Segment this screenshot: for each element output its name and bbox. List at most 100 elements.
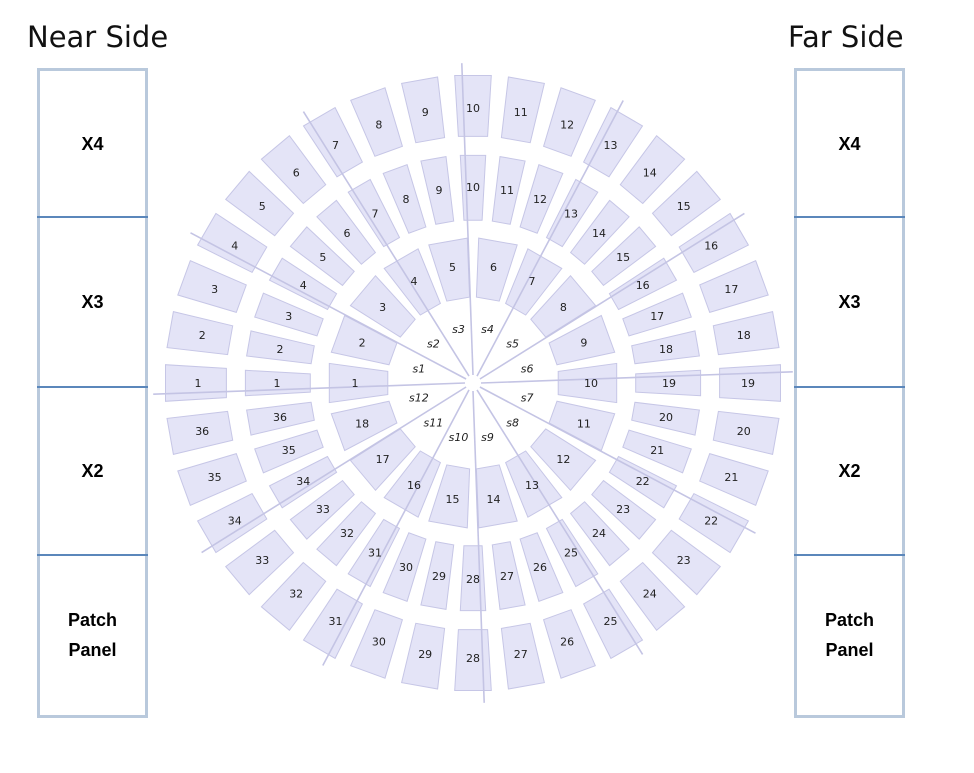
middle-ring-label: 15 [616,251,630,264]
outer-ring-segment [712,410,780,456]
sector-separator-line [476,389,644,655]
center-sector-label: s11 [424,417,444,430]
middle-ring-segment [382,532,427,602]
middle-ring-segment [491,541,526,610]
middle-ring-segment [347,178,401,248]
middle-ring-label: 2 [277,343,284,356]
outer-ring-label: 17 [724,283,738,296]
middle-ring-segment [347,518,401,588]
outer-ring-segment [224,170,295,237]
far-side-rack: X4 X3 X2 Patch Panel [794,68,905,718]
middle-ring-segment [268,455,338,509]
outer-ring-label: 7 [332,139,339,152]
outer-ring-label: 26 [560,635,574,648]
outer-ring-segment [500,76,546,144]
inner-ring-segment [330,400,398,452]
inner-ring-label: 12 [556,453,570,466]
center-sector-label: s4 [481,323,494,336]
outer-ring-segment [400,76,446,144]
outer-ring-label: 24 [643,588,657,601]
inner-ring-label: 16 [407,479,421,492]
sector-separator-line [461,63,474,376]
outer-ring-label: 6 [293,166,300,179]
middle-ring-label: 20 [659,411,673,424]
middle-ring-segment [622,292,692,337]
middle-ring-segment [608,257,678,311]
middle-ring-label: 4 [300,279,307,292]
outer-ring-label: 5 [259,200,266,213]
outer-ring-label: 15 [677,200,691,213]
middle-ring-segment [622,429,692,474]
inner-ring-label: 2 [359,337,366,350]
middle-ring-segment [491,156,526,225]
outer-ring-label: 28 [466,652,480,665]
center-sector-label: s1 [413,363,426,376]
center-sector-label: s9 [481,431,494,444]
inner-ring-label: 7 [529,275,536,288]
middle-ring-label: 33 [316,503,330,516]
inner-ring-label: 17 [376,453,390,466]
outer-ring-label: 33 [255,554,269,567]
middle-ring-segment [289,479,355,540]
center-sector-label: s2 [427,337,440,350]
outer-ring-segment [196,212,268,274]
middle-ring-label: 30 [399,561,413,574]
outer-ring-label: 29 [418,648,432,661]
outer-ring-label: 12 [560,119,574,132]
middle-ring-segment [569,199,630,265]
far-slot-x4: X4 [838,133,861,154]
outer-ring-label: 30 [372,635,386,648]
inner-ring-label: 11 [577,417,591,430]
middle-ring-segment [420,541,455,610]
outer-ring-segment [196,492,268,554]
middle-ring-label: 8 [403,193,410,206]
outer-ring-label: 36 [195,425,209,438]
near-slot-divider [37,386,148,388]
inner-ring-label: 1 [352,377,359,390]
outer-ring-segment [582,106,644,178]
inner-ring-label: 14 [487,493,501,506]
outer-ring-label: 34 [228,515,242,528]
far-slot-divider [794,216,905,218]
far-slot-x3: X3 [838,292,861,312]
outer-ring-segment [302,588,364,660]
outer-ring-label: 1 [195,377,202,390]
outer-ring-segment [302,106,364,178]
near-slot-x3: X3 [81,292,104,312]
inner-ring-segment [475,237,518,302]
middle-ring-label: 1 [274,377,281,390]
sector-separator-line [322,389,470,666]
outer-ring-segment [177,452,247,506]
inner-ring-label: 13 [525,479,539,492]
outer-ring-label: 10 [466,102,480,115]
middle-ring-segment [608,455,678,509]
inner-ring-segment [530,428,597,492]
middle-ring-segment [382,164,427,234]
center-sector-label: s6 [521,363,534,376]
outer-ring-label: 18 [737,329,751,342]
center-sector-label: s7 [521,392,534,405]
inner-ring-segment [328,362,389,404]
near-slot-x2: X2 [81,461,104,481]
middle-ring-segment [254,292,324,337]
inner-ring-label: 9 [580,337,587,350]
sector-separator-line [302,111,470,377]
outer-ring-segment [712,310,780,356]
sector-separator-line [153,382,466,395]
outer-ring-segment [166,310,234,356]
middle-ring-segment [316,501,377,567]
sector-separator-line [201,386,467,554]
middle-ring-label: 3 [285,310,292,323]
inner-ring-label: 4 [411,275,418,288]
outer-ring-label: 9 [422,106,429,119]
middle-ring-label: 36 [273,411,287,424]
inner-ring-label: 18 [355,417,369,430]
middle-ring-segment [631,401,700,436]
sector-separator-line [190,232,467,380]
inner-ring-label: 15 [446,493,460,506]
outer-ring-label: 19 [741,377,755,390]
middle-ring-label: 34 [296,475,310,488]
middle-ring-segment [246,401,315,436]
outer-ring-segment [350,87,404,157]
